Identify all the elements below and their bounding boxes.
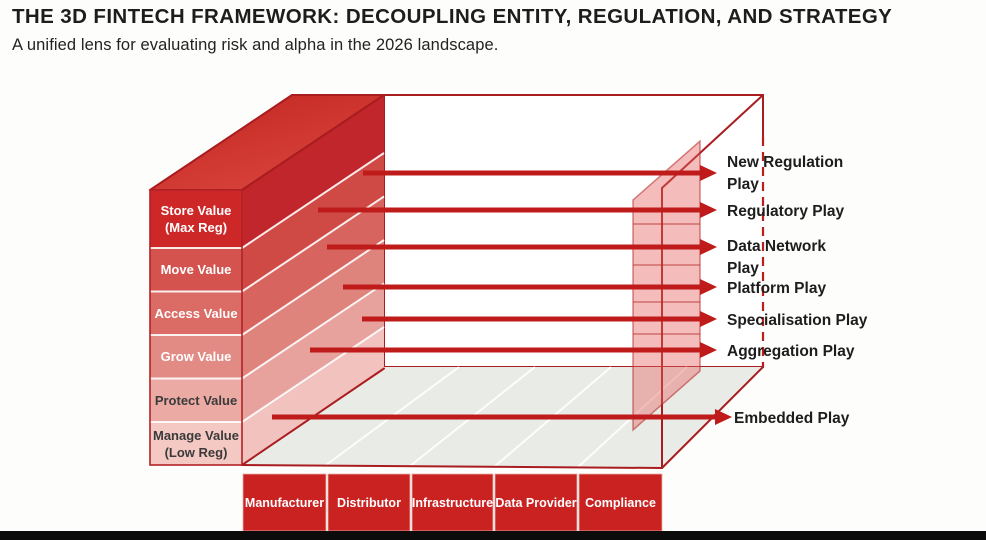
wall-row-move-value bbox=[150, 248, 242, 292]
play-arrow-specialisation bbox=[362, 311, 717, 327]
play-arrow-platform bbox=[343, 279, 717, 295]
row-label-protect-value: Protect Value bbox=[155, 393, 237, 408]
play-label-specialisation: Specialisation Play bbox=[727, 312, 868, 329]
wall-side-band-manage bbox=[242, 327, 384, 465]
entity-label-infrastructure: Infrastructure bbox=[412, 496, 493, 510]
bottom-border bbox=[0, 531, 986, 540]
play-arrow-new-regulation bbox=[363, 165, 717, 181]
value-wall: Store Value (Max Reg) Move Value Access … bbox=[149, 94, 385, 466]
page-subtitle: A unified lens for evaluating risk and a… bbox=[12, 35, 499, 54]
play-label-aggregation: Aggregation Play bbox=[727, 343, 855, 360]
wall-side-band-access bbox=[242, 196, 384, 335]
play-arrows bbox=[272, 165, 732, 425]
row-label-manage-value-sub: (Low Reg) bbox=[165, 445, 228, 460]
wall-row-access-value bbox=[150, 291, 242, 335]
wall-row-store-value bbox=[150, 190, 242, 248]
entity-box-infrastructure: Infrastructure bbox=[411, 473, 494, 532]
entity-label-distributor: Distributor bbox=[337, 496, 401, 510]
play-arrow-regulatory bbox=[318, 202, 717, 218]
play-arrow-aggregation bbox=[310, 342, 717, 358]
row-label-store-value: Store Value bbox=[161, 203, 232, 218]
play-arrow-data-network bbox=[327, 239, 717, 255]
wall-band-separator bbox=[241, 326, 385, 423]
play-label-new-regulation: New Regulation bbox=[727, 154, 843, 171]
row-label-manage-value: Manage Value bbox=[153, 428, 239, 443]
row-label-access-value: Access Value bbox=[154, 306, 237, 321]
wall-side-band-grow bbox=[242, 240, 384, 379]
wall-top-right-edge bbox=[241, 94, 385, 191]
play-label-regulatory: Regulatory Play bbox=[727, 203, 845, 220]
wall-side-band-move bbox=[242, 153, 384, 292]
entity-label-compliance: Compliance bbox=[585, 496, 656, 510]
entity-label-data-provider: Data Provider bbox=[495, 496, 576, 510]
play-label-data-network-2: Play bbox=[727, 260, 759, 277]
play-label-new-regulation-2: Play bbox=[727, 176, 759, 193]
wall-row-manage-value bbox=[150, 422, 242, 465]
play-label-embedded: Embedded Play bbox=[734, 410, 850, 427]
row-label-store-value-sub: (Max Reg) bbox=[165, 220, 227, 235]
entity-box-compliance: Compliance bbox=[578, 473, 663, 532]
play-label-platform: Platform Play bbox=[727, 280, 826, 297]
entity-box-distributor: Distributor bbox=[327, 473, 411, 532]
wall-row-protect-value bbox=[150, 378, 242, 422]
entity-box-data-provider: Data Provider bbox=[494, 473, 578, 532]
slide-header: THE 3D FINTECH FRAMEWORK: DECOUPLING ENT… bbox=[12, 5, 980, 55]
row-label-move-value: Move Value bbox=[161, 262, 232, 277]
play-arrow-embedded bbox=[272, 409, 732, 425]
wall-side-band-protect bbox=[242, 283, 384, 422]
entity-box-manufacturer: Manufacturer bbox=[242, 473, 327, 532]
wall-front-outline bbox=[149, 189, 243, 466]
play-label-data-network: Data Network bbox=[727, 238, 826, 255]
wall-band-separator bbox=[241, 239, 385, 336]
box-back-face bbox=[383, 94, 765, 369]
box-front-bottom-edge bbox=[241, 464, 663, 469]
entity-row: Manufacturer Distributor Infrastructure … bbox=[242, 473, 663, 532]
wall-band-separator bbox=[241, 282, 385, 380]
page-title: THE 3D FINTECH FRAMEWORK: DECOUPLING ENT… bbox=[12, 5, 893, 28]
row-label-grow-value: Grow Value bbox=[161, 349, 232, 364]
play-labels: New Regulation Play Regulatory Play Data… bbox=[727, 154, 868, 427]
entity-label-manufacturer: Manufacturer bbox=[245, 496, 324, 510]
wall-band-separator bbox=[241, 152, 385, 249]
wall-side-band-store bbox=[242, 95, 384, 248]
wall-row-grow-value bbox=[150, 335, 242, 379]
